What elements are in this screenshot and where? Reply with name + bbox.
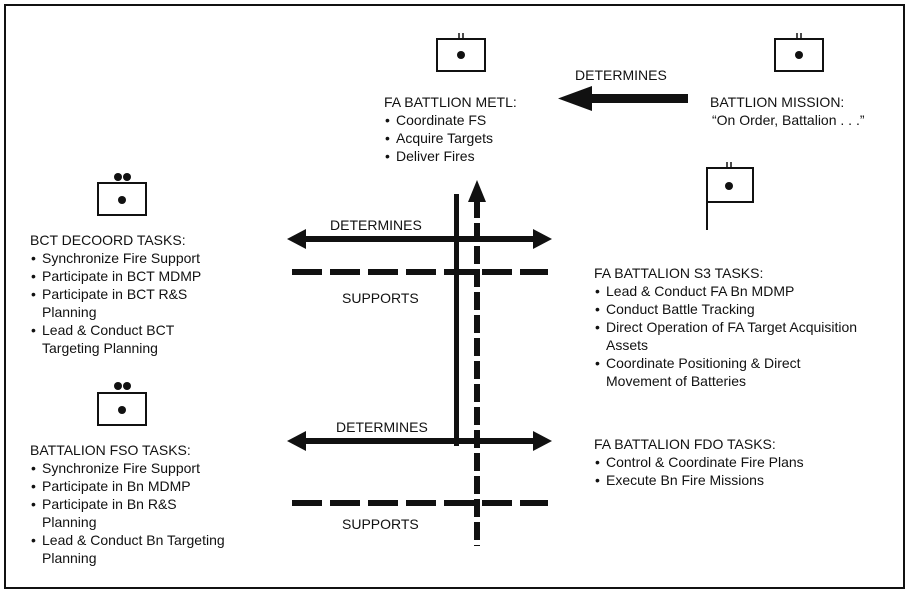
s3-unit-symbol (706, 162, 754, 230)
metl-block: FA BATTLION METL: Coordinate FS Acquire … (384, 93, 554, 165)
s3-tasks-block: FA BATTALION S3 TASKS: Lead & Conduct FA… (594, 264, 864, 390)
list-item: Coordinate Positioning & Direct Movement… (594, 354, 864, 390)
list-item: Participate in BCT R&S Planning (30, 285, 230, 321)
bct-tasks-block: BCT DECOORD TASKS: Synchronize Fire Supp… (30, 231, 230, 357)
upper-determines-arrow (287, 229, 552, 249)
fdo-list: Control & Coordinate Fire Plans Execute … (594, 453, 864, 489)
fso-unit-symbol (97, 382, 147, 426)
metl-title: FA BATTLION METL: (384, 94, 517, 110)
list-item: Participate in Bn R&S Planning (30, 495, 230, 531)
list-item: Lead & Conduct BCT Targeting Planning (30, 321, 230, 357)
vertical-solid-line (454, 194, 459, 446)
determines-arrow-top (558, 86, 688, 111)
list-item: Lead & Conduct FA Bn MDMP (594, 282, 864, 300)
bct-unit-symbol (97, 173, 147, 216)
list-item: Acquire Targets (384, 129, 554, 147)
list-item: Direct Operation of FA Target Acquisitio… (594, 318, 864, 354)
upper-supports-label: SUPPORTS (342, 290, 419, 306)
fso-title: BATTALION FSO TASKS: (30, 442, 191, 458)
list-item: Conduct Battle Tracking (594, 300, 864, 318)
fdo-title: FA BATTALION FDO TASKS: (594, 436, 776, 452)
fso-list: Synchronize Fire Support Participate in … (30, 459, 230, 567)
list-item: Control & Coordinate Fire Plans (594, 453, 864, 471)
vertical-dashed-arrow (468, 180, 486, 546)
fso-tasks-block: BATTALION FSO TASKS: Synchronize Fire Su… (30, 441, 230, 567)
bct-title: BCT DECOORD TASKS: (30, 232, 186, 248)
list-item: Lead & Conduct Bn Targeting Planning (30, 531, 230, 567)
fdo-tasks-block: FA BATTALION FDO TASKS: Control & Coordi… (594, 435, 864, 489)
list-item: Execute Bn Fire Missions (594, 471, 864, 489)
metl-unit-symbol (436, 33, 486, 72)
list-item: Coordinate FS (384, 111, 554, 129)
lower-determines-label: DETERMINES (336, 419, 428, 435)
list-item: Deliver Fires (384, 147, 554, 165)
lower-determines-arrow (287, 431, 552, 451)
list-item: Synchronize Fire Support (30, 459, 230, 477)
mission-title: BATTLION MISSION: (710, 94, 845, 110)
mission-block: BATTLION MISSION: “On Order, Battalion .… (710, 93, 900, 129)
list-item: Synchronize Fire Support (30, 249, 230, 267)
list-item: Participate in Bn MDMP (30, 477, 230, 495)
upper-determines-label: DETERMINES (330, 217, 422, 233)
s3-title: FA BATTALION S3 TASKS: (594, 265, 764, 281)
metl-list: Coordinate FS Acquire Targets Deliver Fi… (384, 111, 554, 165)
bct-list: Synchronize Fire Support Participate in … (30, 249, 230, 357)
top-determines-label: DETERMINES (575, 67, 667, 83)
mission-text: “On Order, Battalion . . .” (712, 112, 865, 128)
diagram-frame (4, 4, 905, 589)
lower-supports-label: SUPPORTS (342, 516, 419, 532)
s3-list: Lead & Conduct FA Bn MDMP Conduct Battle… (594, 282, 864, 390)
mission-unit-symbol (774, 33, 824, 72)
list-item: Participate in BCT MDMP (30, 267, 230, 285)
